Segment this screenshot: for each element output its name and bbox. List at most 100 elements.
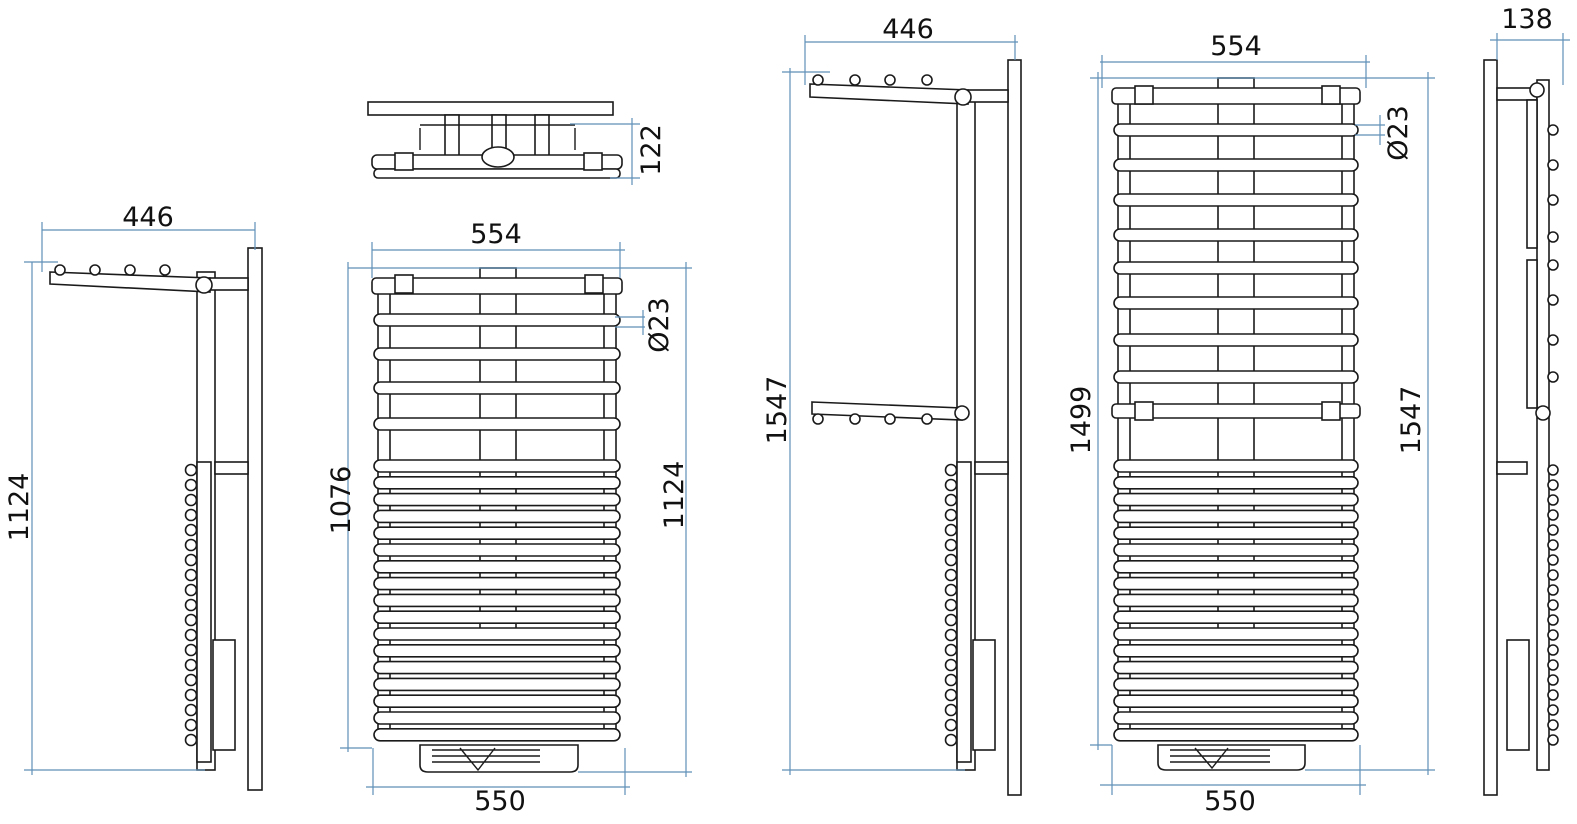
tube-end	[944, 733, 958, 747]
dim-width-446: 446	[882, 14, 934, 45]
towel-bar	[373, 347, 621, 361]
heater-unit	[212, 639, 236, 751]
towel-bar	[373, 509, 621, 524]
tube-end	[921, 413, 933, 425]
clamp	[584, 274, 604, 294]
towel-bar	[373, 711, 621, 725]
heater-unit	[972, 639, 996, 751]
towel-bar	[1113, 370, 1359, 384]
side-view-narrow: 138	[1483, 4, 1570, 796]
dim-height-1124: 1124	[4, 473, 35, 542]
top-arm	[49, 271, 211, 293]
tube-end	[1547, 644, 1559, 656]
tube-end	[1547, 584, 1559, 596]
pivot	[1529, 82, 1545, 98]
towel-bar	[373, 381, 621, 395]
tube-end	[184, 673, 198, 687]
towel-bar	[373, 576, 621, 591]
tube-end	[1547, 629, 1559, 641]
towel-bar	[1113, 576, 1359, 591]
tube-end	[1547, 659, 1559, 671]
wall-bracket	[967, 89, 1009, 103]
wall-section	[1483, 59, 1498, 796]
towel-bar	[373, 727, 621, 742]
towel-bar	[1113, 559, 1359, 574]
tube-end	[1547, 719, 1559, 731]
tube-end	[944, 613, 958, 627]
tube-end	[124, 264, 136, 276]
dim-width-554: 554	[470, 219, 522, 250]
tube-end	[944, 463, 958, 477]
tube-end	[184, 703, 198, 717]
towel-bar	[1113, 296, 1359, 310]
tube-end	[944, 568, 958, 582]
tube-end	[944, 523, 958, 537]
tube-end	[1547, 674, 1559, 686]
tube-end	[1547, 334, 1559, 346]
dim-height-1124: 1124	[659, 461, 690, 530]
tube-end	[944, 538, 958, 552]
towel-bar	[1113, 660, 1359, 675]
tube-end	[944, 583, 958, 597]
towel-bar	[373, 492, 621, 507]
tube-end	[1547, 569, 1559, 581]
pivot	[954, 405, 970, 421]
towel-bar	[1113, 543, 1359, 557]
towel-bar	[373, 627, 621, 641]
pivot	[1535, 405, 1551, 421]
tube-end	[184, 523, 198, 537]
wall-section	[1007, 59, 1022, 796]
tube-end	[921, 74, 933, 86]
tube-end	[1547, 464, 1559, 476]
pivot	[195, 276, 213, 294]
tube-end	[1547, 599, 1559, 611]
dim-tube-diameter: Ø23	[1383, 105, 1414, 161]
tube-end	[1547, 704, 1559, 716]
clamp	[1134, 401, 1154, 421]
top-header	[371, 277, 623, 295]
tube-end	[884, 413, 896, 425]
lower-frame	[196, 461, 212, 763]
towel-bar	[1113, 643, 1359, 658]
tube-end	[184, 613, 198, 627]
towel-bar	[1113, 333, 1359, 347]
tube-end	[184, 583, 198, 597]
wall-bracket	[974, 461, 1009, 475]
tube-end	[1547, 539, 1559, 551]
towel-bar	[1113, 475, 1359, 490]
tube-end	[1547, 509, 1559, 521]
tube-end	[184, 568, 198, 582]
tube-end	[1547, 554, 1559, 566]
front-view-tall: 554 550 1499 1547 Ø23	[1066, 31, 1435, 817]
towel-bar	[1113, 123, 1359, 137]
towel-bar	[1113, 228, 1359, 242]
tube-end	[1547, 194, 1559, 206]
towel-bar	[1113, 158, 1359, 172]
towel-bar	[1113, 593, 1359, 608]
dim-height-1547: 1547	[762, 376, 793, 445]
frame	[1526, 99, 1538, 249]
tube-end	[1547, 294, 1559, 306]
towel-bar	[373, 417, 621, 431]
tube-end	[184, 538, 198, 552]
tube-end	[944, 658, 958, 672]
towel-bar	[1113, 727, 1359, 742]
towel-bar	[1113, 459, 1359, 473]
clamp	[1134, 85, 1154, 105]
dim-depth-122: 122	[636, 124, 667, 176]
tube-end	[184, 688, 198, 702]
dim-tube-diameter: Ø23	[644, 297, 675, 353]
vertical-column	[1536, 79, 1550, 771]
tube-end	[159, 264, 171, 276]
tube-end	[1547, 159, 1559, 171]
towel-bar	[373, 677, 621, 692]
tube-end	[184, 508, 198, 522]
tube-end	[849, 74, 861, 86]
tube-end	[944, 643, 958, 657]
tube-end	[1547, 494, 1559, 506]
tube-end	[1547, 614, 1559, 626]
tube-end	[1547, 524, 1559, 536]
tube-end	[184, 643, 198, 657]
bottom-rail	[373, 168, 621, 179]
